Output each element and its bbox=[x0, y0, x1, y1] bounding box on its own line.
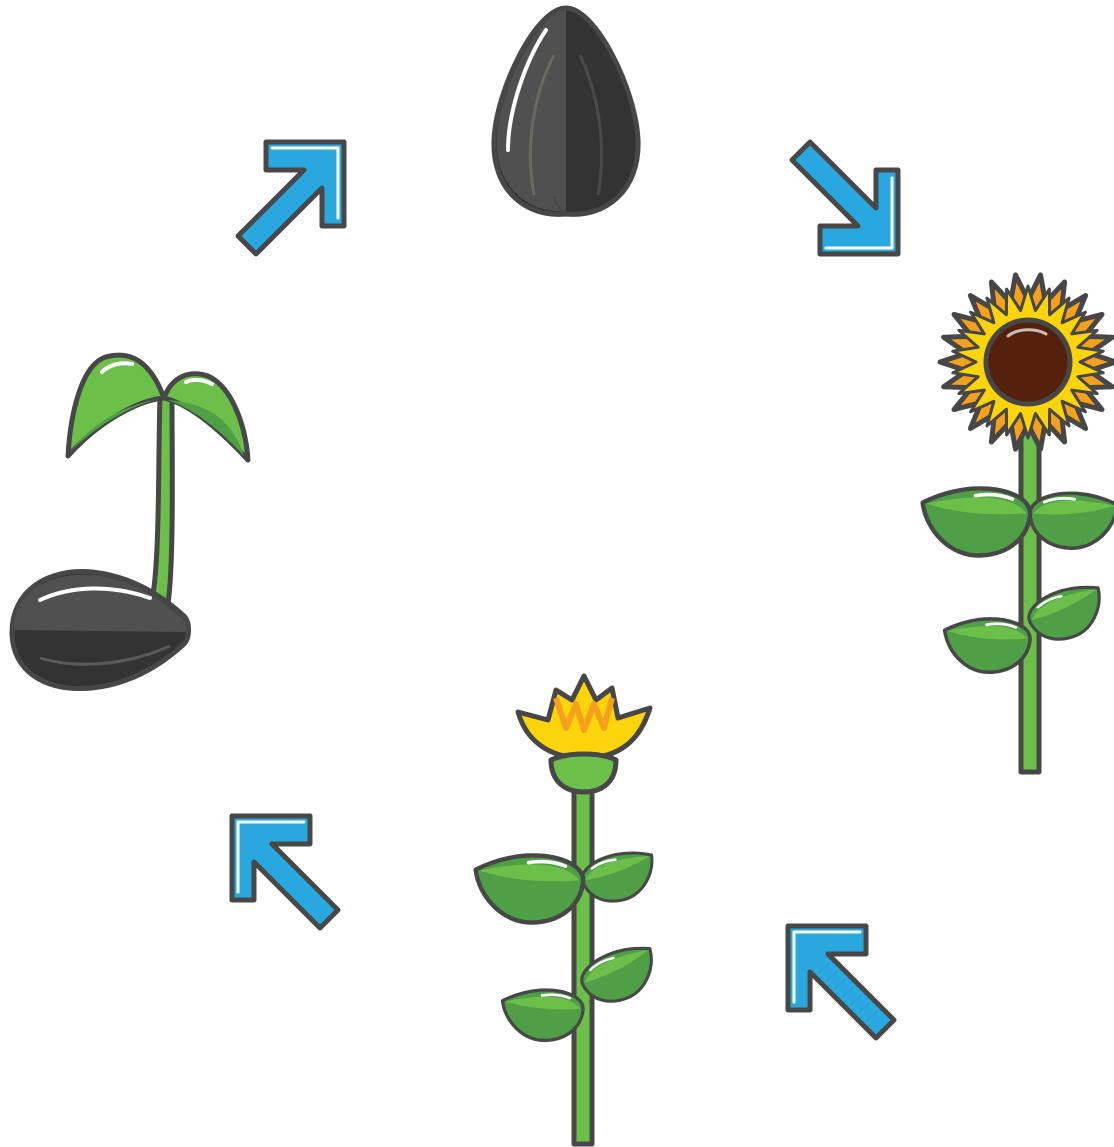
sprouting-seed-icon bbox=[12, 355, 248, 688]
sunflower-seed-icon bbox=[494, 8, 638, 214]
arrow-down-right-icon bbox=[792, 142, 898, 254]
sunflower-bloom-icon bbox=[923, 275, 1114, 772]
arrow-down-left-icon bbox=[788, 926, 894, 1038]
arrow-up-right-icon bbox=[238, 142, 344, 254]
budding-flower-icon bbox=[476, 676, 664, 1144]
arrow-up-left-icon bbox=[232, 816, 338, 928]
